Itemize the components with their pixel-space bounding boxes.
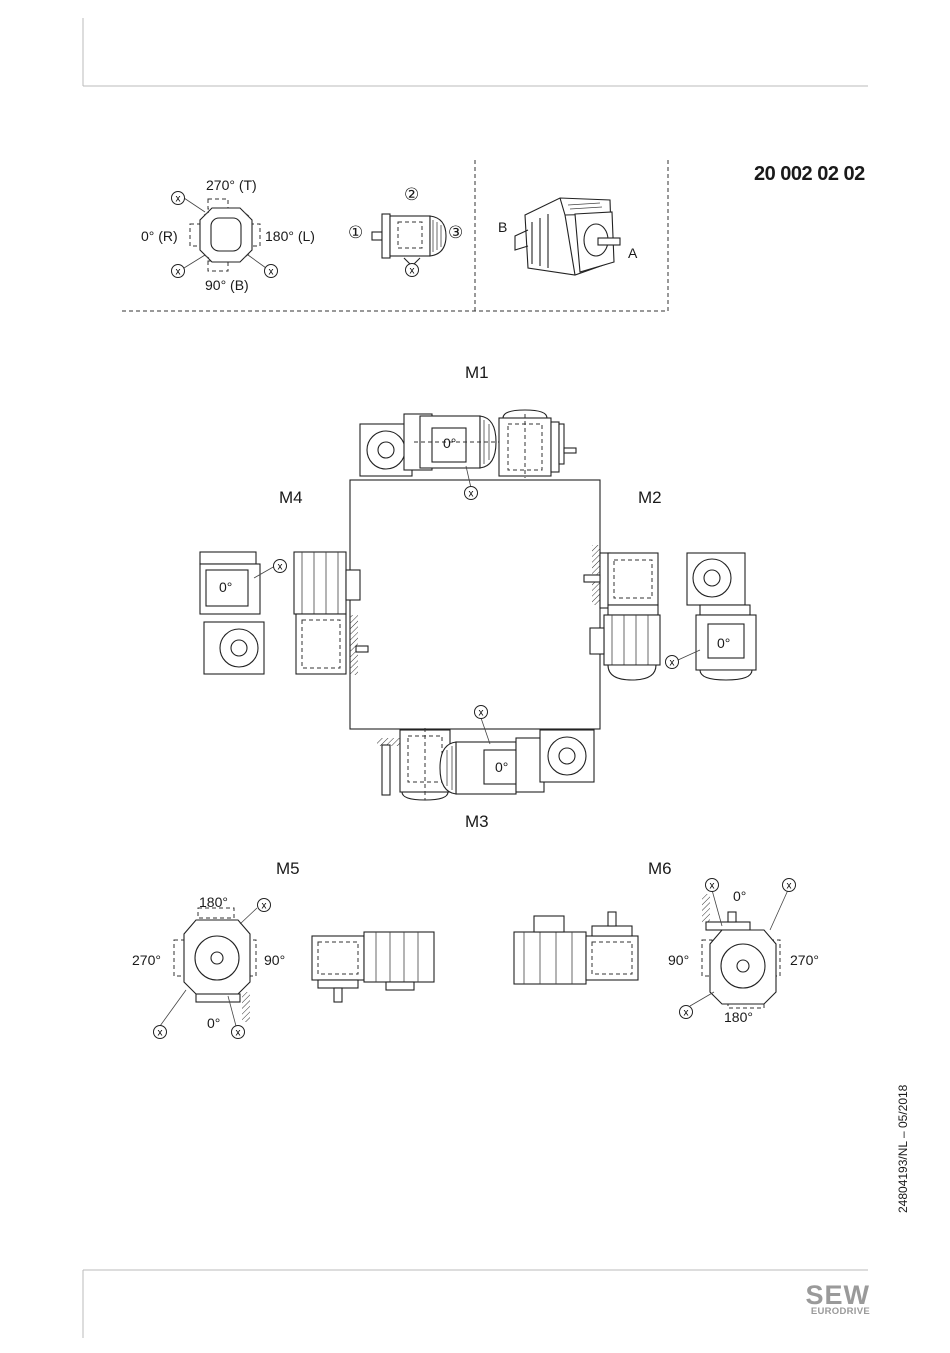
x-marker-letter: x <box>469 489 474 500</box>
document-version-note: 24804193/NL – 05/2018 <box>896 1085 910 1213</box>
mounting-reference-square <box>350 480 600 729</box>
m6-180-label: 180° <box>724 1010 753 1024</box>
x-marker-letter: x <box>176 194 181 205</box>
m3-angle-label: 0° <box>495 760 508 774</box>
x-marker-letter: x <box>269 267 274 278</box>
shaft-side-a-label: A <box>628 246 637 260</box>
document-number: 20 002 02 02 <box>754 163 865 186</box>
m4-title: M4 <box>279 489 303 506</box>
x-marker-letter: x <box>262 901 267 912</box>
m6-90-label: 90° <box>668 953 689 967</box>
m6-0-label: 0° <box>733 889 746 903</box>
m5-drawing <box>174 908 434 1022</box>
legend-bottom-label: 90° (B) <box>205 278 249 292</box>
m6-title: M6 <box>648 860 672 877</box>
cable-entry-pos1-label: ① <box>348 226 363 240</box>
m4-angle-label: 0° <box>219 580 232 594</box>
logo-wordmark: SEW <box>798 1283 870 1307</box>
m5-180-label: 180° <box>199 895 228 909</box>
m5-270-label: 270° <box>132 953 161 967</box>
legend-top-label: 270° (T) <box>206 178 257 192</box>
x-marker-letter: x <box>278 562 283 573</box>
legend-left-label: 0° (R) <box>141 229 178 243</box>
m1-angle-label: 0° <box>443 436 456 450</box>
m5-0-label: 0° <box>207 1016 220 1030</box>
x-marker-letter: x <box>479 708 484 719</box>
legend-right-label: 180° (L) <box>265 229 315 243</box>
x-marker-letter: x <box>158 1028 163 1039</box>
m5-title: M5 <box>276 860 300 877</box>
legend-terminal-box-drawing <box>190 199 260 271</box>
x-marker-letter: x <box>410 266 415 277</box>
m3-title: M3 <box>465 813 489 830</box>
m3-drawing <box>377 728 594 800</box>
x-marker-letter: x <box>670 658 675 669</box>
legend-cable-entry-drawing <box>372 214 446 264</box>
cable-entry-pos2-label: ② <box>404 188 419 202</box>
m2-title: M2 <box>638 489 662 506</box>
shaft-side-b-label: B <box>498 220 507 234</box>
m5-90-label: 90° <box>264 953 285 967</box>
cable-entry-pos3-label: ③ <box>448 226 463 240</box>
m6-drawing <box>514 894 780 1008</box>
m2-angle-label: 0° <box>717 636 730 650</box>
x-marker-letter: x <box>787 881 792 892</box>
m1-drawing <box>360 410 576 478</box>
legend-motor-isometric-drawing <box>515 198 620 275</box>
sew-eurodrive-logo: SEW EURODRIVE <box>798 1283 870 1317</box>
x-marker-letter: x <box>236 1028 241 1039</box>
m1-title: M1 <box>465 364 489 381</box>
x-marker-letter: x <box>710 881 715 892</box>
x-marker-letter: x <box>176 267 181 278</box>
x-marker-letter: x <box>684 1008 689 1019</box>
m6-270-label: 270° <box>790 953 819 967</box>
